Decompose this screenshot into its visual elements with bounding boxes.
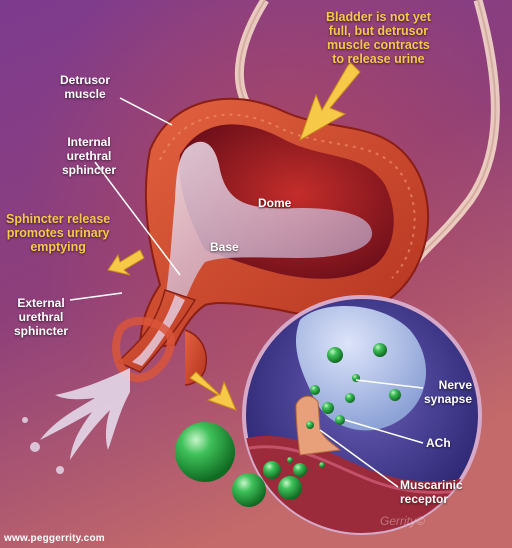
- dome-label: Dome: [258, 196, 292, 210]
- website-credit: www.peggerrity.com: [4, 533, 105, 544]
- ach-label: ACh: [426, 436, 451, 450]
- base-label: Base: [210, 240, 239, 254]
- artist-signature: Gerrity©: [380, 514, 425, 528]
